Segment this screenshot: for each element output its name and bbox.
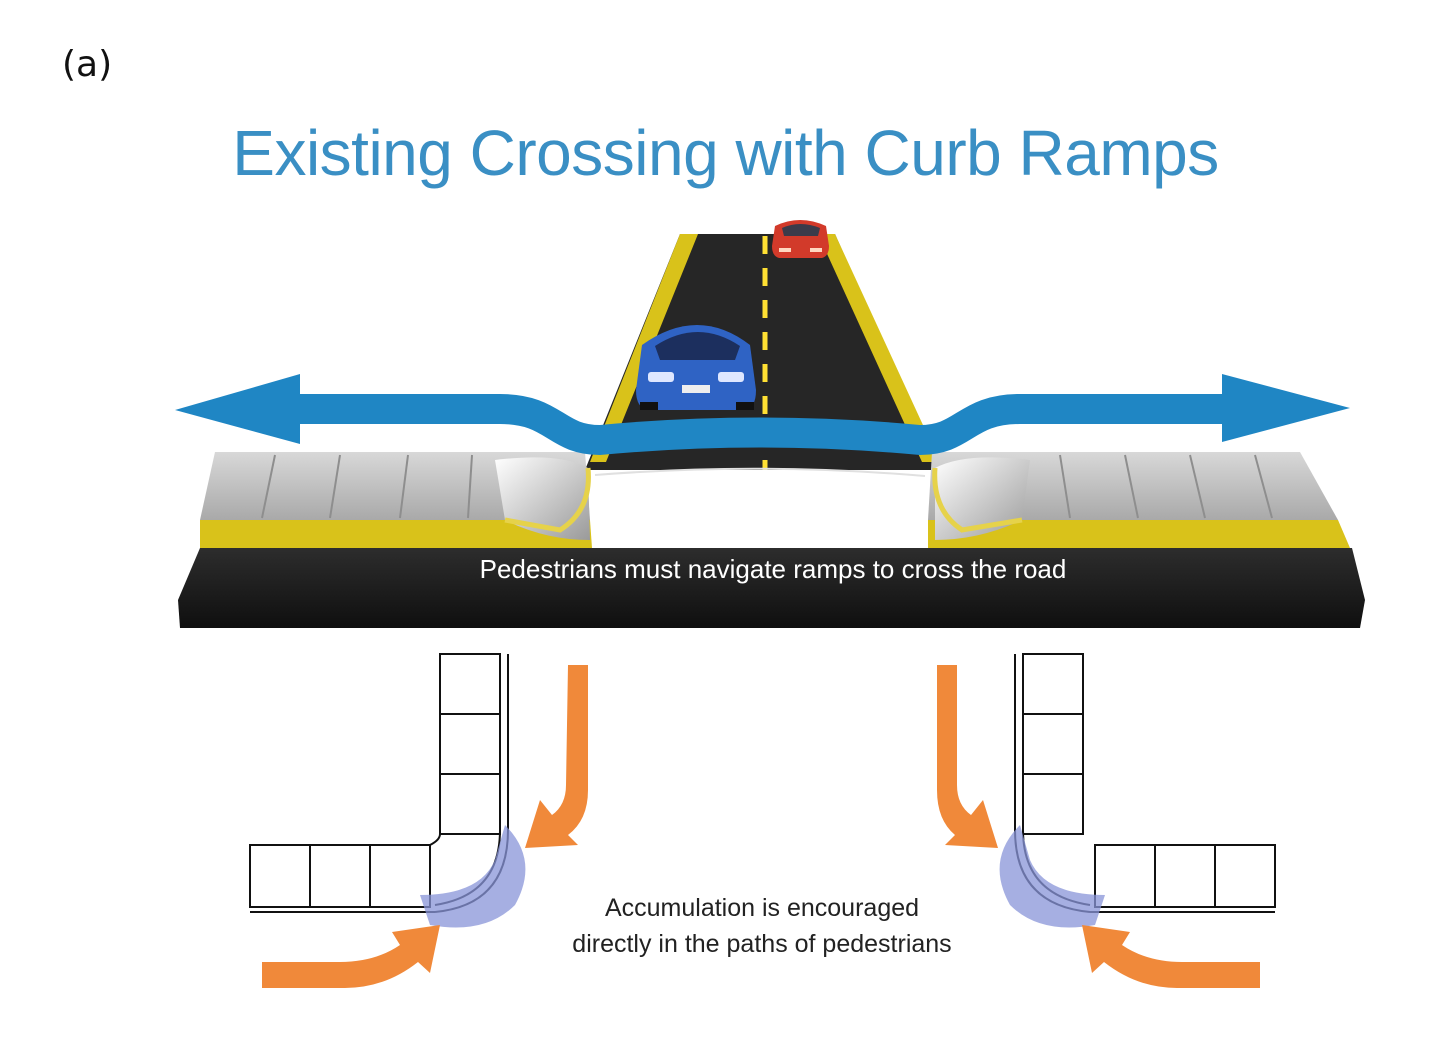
right-sidewalk: [928, 452, 1350, 548]
road: [585, 234, 940, 477]
left-plan-view: [249, 653, 509, 913]
caption-bottom-line1: Accumulation is encouraged: [605, 894, 919, 922]
right-plan-view: [1014, 653, 1276, 913]
left-accumulation-zone: [420, 825, 526, 928]
right-flow-arrows: [937, 665, 1260, 988]
pedestrian-path-arrow: [175, 374, 1350, 455]
red-car-icon: [772, 220, 829, 258]
panel-label: (a): [62, 44, 113, 85]
right-accumulation-zone: [999, 825, 1105, 928]
left-arrow-icon: [175, 374, 300, 444]
blue-car-icon: [636, 325, 756, 410]
left-flow-arrows: [262, 665, 588, 988]
caption-top: Pedestrians must navigate ramps to cross…: [480, 554, 1067, 584]
caption-bottom-line2: directly in the paths of pedestrians: [572, 930, 951, 958]
road-base: [178, 548, 1365, 628]
right-arrow-icon: [1222, 374, 1350, 442]
left-sidewalk: [200, 452, 592, 548]
diagram-title: Existing Crossing with Curb Ramps: [232, 117, 1219, 189]
